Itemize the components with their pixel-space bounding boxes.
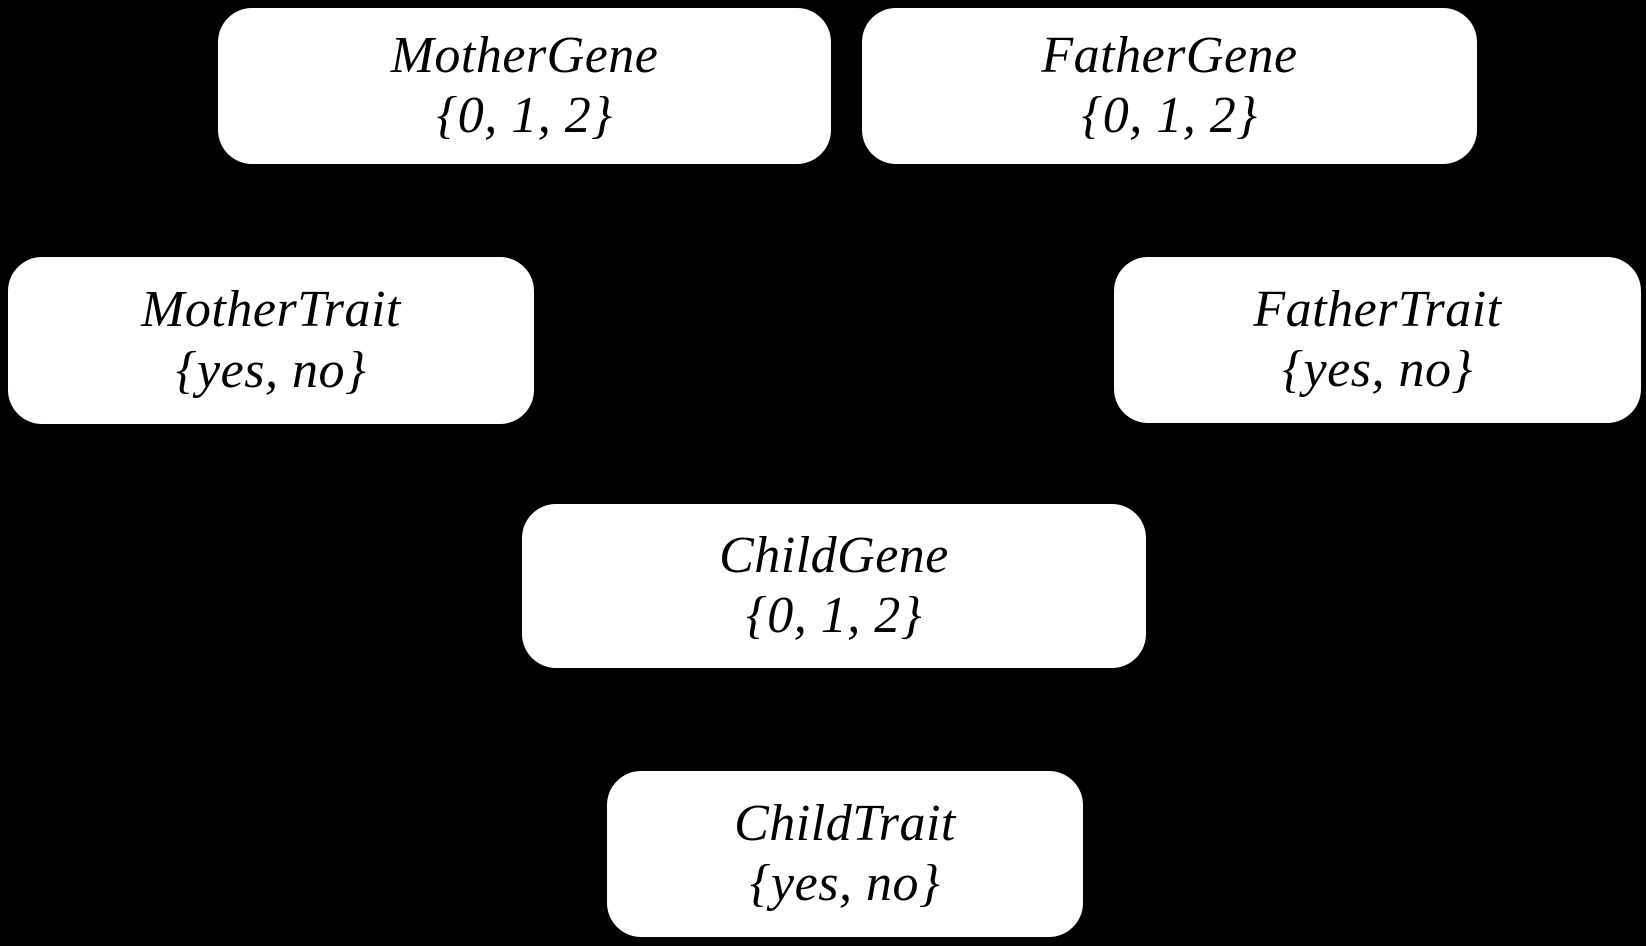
node-father-trait-domain: {yes, no} xyxy=(1282,341,1473,398)
node-mother-trait[interactable]: MotherTrait {yes, no} xyxy=(8,257,534,424)
node-child-trait[interactable]: ChildTrait {yes, no} xyxy=(607,771,1083,937)
node-child-trait-title: ChildTrait xyxy=(734,794,956,852)
node-father-gene-title: FatherGene xyxy=(1041,26,1298,84)
node-child-gene[interactable]: ChildGene {0, 1, 2} xyxy=(522,504,1146,668)
node-father-trait-title: FatherTrait xyxy=(1253,280,1502,338)
node-father-gene[interactable]: FatherGene {0, 1, 2} xyxy=(862,8,1477,164)
node-child-trait-domain: {yes, no} xyxy=(749,855,941,912)
node-mother-trait-title: MotherTrait xyxy=(141,281,401,339)
node-mother-gene-domain: {0, 1, 2} xyxy=(436,87,613,144)
node-father-gene-domain: {0, 1, 2} xyxy=(1081,87,1258,144)
node-mother-gene[interactable]: MotherGene {0, 1, 2} xyxy=(218,8,831,164)
node-child-gene-title: ChildGene xyxy=(719,526,949,584)
node-father-trait[interactable]: FatherTrait {yes, no} xyxy=(1114,257,1641,423)
node-mother-trait-domain: {yes, no} xyxy=(175,341,367,399)
node-child-gene-domain: {0, 1, 2} xyxy=(745,587,923,644)
node-mother-gene-title: MotherGene xyxy=(390,26,659,84)
